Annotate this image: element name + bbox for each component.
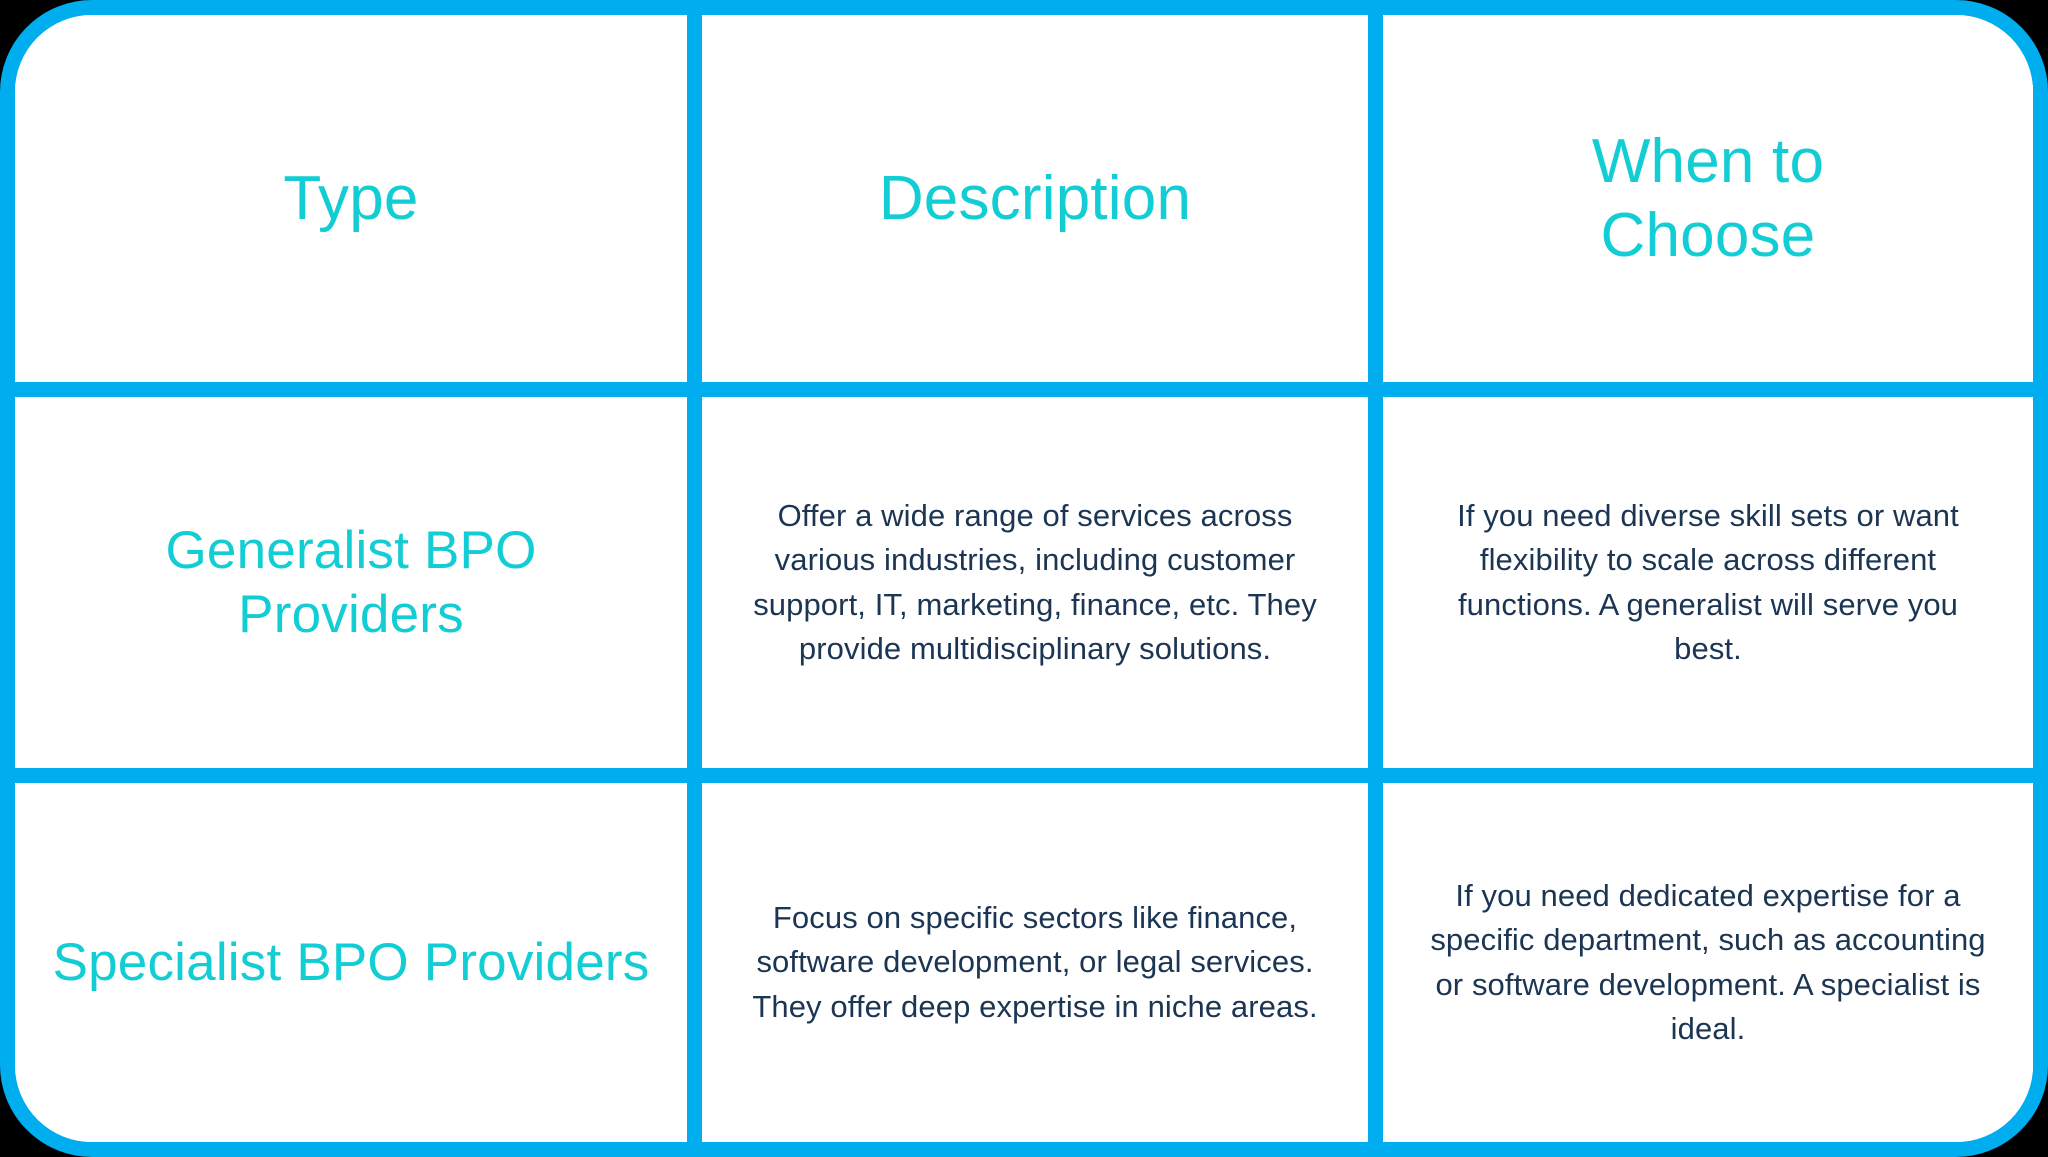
row-divider-1 (15, 382, 2033, 397)
column-divider-2 (1368, 397, 1383, 768)
cell-generalist-description: Offer a wide range of services across va… (702, 397, 1368, 768)
column-header-when-to-choose-line1: When to (1591, 127, 1825, 197)
cell-specialist-description: Focus on specific sectors like finance, … (702, 783, 1368, 1142)
generalist-description-text: Offer a wide range of services across va… (753, 498, 1317, 666)
row-divider-2 (15, 768, 2033, 783)
specialist-description-text: Focus on specific sectors like finance, … (752, 900, 1318, 1024)
cell-specialist-when-to-choose: If you need dedicated expertise for a sp… (1383, 783, 2033, 1142)
column-header-when-to-choose-line2: Choose (1600, 200, 1816, 270)
column-divider-2 (1368, 783, 1383, 1142)
generalist-when-to-choose-text: If you need diverse skill sets or want f… (1457, 498, 1959, 666)
specialist-when-to-choose-text: If you need dedicated expertise for a sp… (1430, 878, 1986, 1046)
column-divider-2 (1368, 15, 1383, 382)
table-header-cell-description: Description (702, 15, 1368, 382)
column-header-description: Description (878, 163, 1192, 233)
column-divider-1 (687, 783, 702, 1142)
cell-generalist-when-to-choose: If you need diverse skill sets or want f… (1383, 397, 2033, 768)
column-divider-1 (687, 397, 702, 768)
column-divider-1 (687, 15, 702, 382)
row-label-specialist: Specialist BPO Providers (52, 932, 650, 992)
row-label-generalist: Generalist BPO Providers (165, 520, 537, 644)
table-header-cell-type: Type (15, 15, 687, 382)
column-header-type: Type (283, 163, 419, 233)
table-row: Generalist BPO Providers (15, 397, 687, 768)
table-row: Specialist BPO Providers (15, 783, 687, 1142)
